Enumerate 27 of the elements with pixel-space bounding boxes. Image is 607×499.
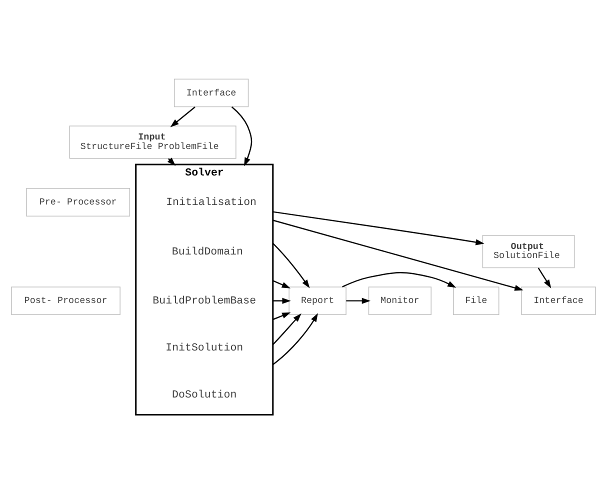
- node-box: Interface: [174, 78, 249, 107]
- arrow: [272, 219, 524, 290]
- node-box: Monitor: [368, 286, 432, 315]
- arrow: [272, 242, 310, 288]
- node-box: Post- Processor: [11, 286, 120, 315]
- node-text: BuildDomain: [172, 246, 243, 258]
- node-text: BuildProblemBase: [152, 295, 256, 308]
- node-box: File: [453, 286, 500, 315]
- node-text: DoSolution: [172, 389, 237, 402]
- node-box: Input StructureFile ProblemFile: [69, 125, 236, 158]
- arrow: [272, 312, 291, 320]
- arrow: [170, 106, 196, 127]
- arrow: [272, 297, 291, 304]
- node-text: InitSolution: [166, 342, 244, 354]
- node-box: Pre- Processor: [26, 188, 130, 216]
- arrow: [231, 106, 252, 166]
- arrow: [538, 267, 552, 288]
- arrow: [272, 280, 290, 288]
- node-box: Report: [288, 286, 346, 315]
- arrow: [346, 297, 371, 304]
- arrow: [272, 312, 318, 365]
- arrow: [272, 312, 302, 345]
- node-box: Interface: [521, 286, 596, 315]
- arrow: [272, 210, 484, 245]
- node-box: Output SolutionFile: [482, 234, 575, 268]
- arrow: [342, 272, 456, 288]
- node-text: Initialisation: [166, 196, 257, 209]
